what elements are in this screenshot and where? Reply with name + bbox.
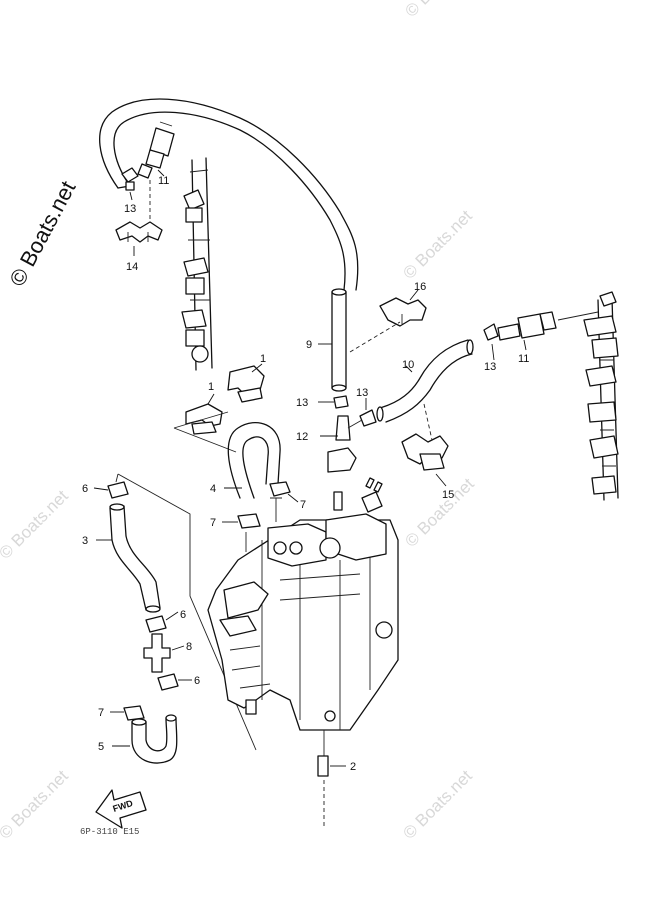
clip-6-mid: 6	[145, 609, 186, 633]
hose-10: 10	[376, 339, 474, 423]
callout-13: 13	[124, 203, 136, 215]
callout-11: 11	[518, 353, 529, 365]
clip-13-hose10: 13	[347, 387, 377, 429]
callout-2: 2	[350, 761, 356, 773]
callout-6: 6	[82, 483, 88, 495]
hose-5: 5	[98, 714, 178, 764]
upper-fuel-hose	[99, 98, 359, 392]
holder-1-lower: 1	[173, 381, 237, 453]
hose-4: 4	[210, 422, 281, 499]
fitting-11-right: 11	[497, 311, 599, 365]
callout-9: 9	[306, 339, 312, 351]
clip-6-bottom: 6	[157, 673, 200, 691]
callout-8: 8	[186, 641, 192, 653]
callout-13: 13	[356, 387, 368, 399]
bracket-lines-left	[115, 473, 257, 751]
callout-7: 7	[300, 499, 306, 511]
callout-6: 6	[194, 675, 200, 687]
vapor-separator-assembly	[207, 477, 399, 731]
fitting-11-left: 11	[137, 121, 175, 220]
clip-7-mid: 7	[210, 513, 261, 529]
joint-8: 8	[143, 633, 192, 673]
watermark-text: © Boats.net	[399, 206, 476, 283]
callout-1: 1	[260, 353, 266, 365]
fitting-12: 12	[296, 415, 357, 473]
callout-5: 5	[98, 741, 104, 753]
callout-1: 1	[208, 381, 214, 393]
callout-14: 14	[126, 261, 138, 273]
clip-13-left: 13	[121, 167, 139, 215]
callout-13: 13	[484, 361, 496, 373]
fuel-rail-right	[583, 291, 619, 501]
watermark-text: © Boats.net	[0, 766, 72, 843]
fwd-arrow: FWD	[95, 789, 147, 829]
callout-4: 4	[210, 483, 216, 495]
callout-7: 7	[210, 517, 216, 529]
callout-10: 10	[402, 359, 414, 371]
callout-12: 12	[296, 431, 308, 443]
watermark-text: © Boats.net	[399, 766, 476, 843]
holder-14: 14	[115, 221, 163, 273]
watermark-main: © Boats.net	[4, 177, 80, 291]
hose-3: 3	[82, 503, 161, 613]
clip-6-top: 6	[82, 481, 129, 499]
drawing-code: 6P-3110 E15	[80, 827, 139, 837]
watermark-text: © Boats.net	[401, 0, 478, 21]
callout-7: 7	[98, 707, 104, 719]
clip-13-center: 13	[296, 395, 349, 409]
clip-13-right: 13	[483, 323, 499, 373]
clip-7-lower: 7	[98, 705, 145, 721]
watermark-text: © Boats.net	[401, 474, 478, 551]
fuel-rail-left	[181, 157, 213, 371]
holder-1-upper: 1	[227, 353, 266, 403]
drain-tube-2: 2	[317, 730, 356, 826]
watermarks: © Boats.net © Boats.net © Boats.net © Bo…	[0, 0, 478, 843]
callout-9-group: 9	[306, 339, 332, 351]
callout-16: 16	[414, 281, 426, 293]
holder-15: 15	[401, 403, 454, 501]
callout-3: 3	[82, 535, 88, 547]
callout-6: 6	[180, 609, 186, 621]
holder-16: 16	[349, 281, 427, 353]
clip-7-upper: 7	[269, 481, 306, 511]
watermark-text: © Boats.net	[0, 486, 72, 563]
callout-11: 11	[158, 175, 169, 187]
callout-15: 15	[442, 489, 454, 501]
callout-13: 13	[296, 397, 308, 409]
